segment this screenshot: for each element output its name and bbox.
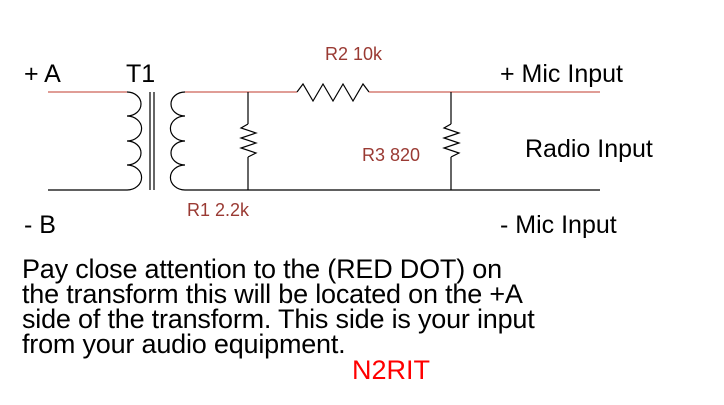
author-signature: N2RIT: [352, 355, 431, 385]
label-minus-b: - B: [24, 211, 56, 239]
note-line: the transform this will be located on th…: [22, 279, 523, 309]
label-plus-mic-input: + Mic Input: [500, 60, 623, 88]
secondary-coil: [169, 91, 186, 191]
note-line: side of the transform. This side is your…: [22, 304, 535, 334]
label-r1: R1 2.2k: [187, 200, 250, 220]
primary-coil: [126, 91, 143, 191]
note-line: from your audio equipment.: [22, 329, 346, 359]
label-minus-mic-input: - Mic Input: [500, 211, 617, 239]
resistor-r1: [239, 123, 258, 158]
label-r2: R2 10k: [325, 44, 383, 64]
resistor-r2: [296, 82, 370, 103]
transformer-t1: [126, 91, 186, 191]
instruction-note: Pay close attention to the (RED DOT) on …: [22, 254, 712, 359]
label-r3: R3 820: [362, 145, 420, 165]
resistor-r3: [442, 123, 461, 158]
note-line: Pay close attention to the (RED DOT) on: [22, 254, 502, 284]
label-t1: T1: [126, 60, 155, 88]
label-radio-input: Radio Input: [525, 135, 653, 163]
label-plus-a: + A: [24, 60, 61, 88]
